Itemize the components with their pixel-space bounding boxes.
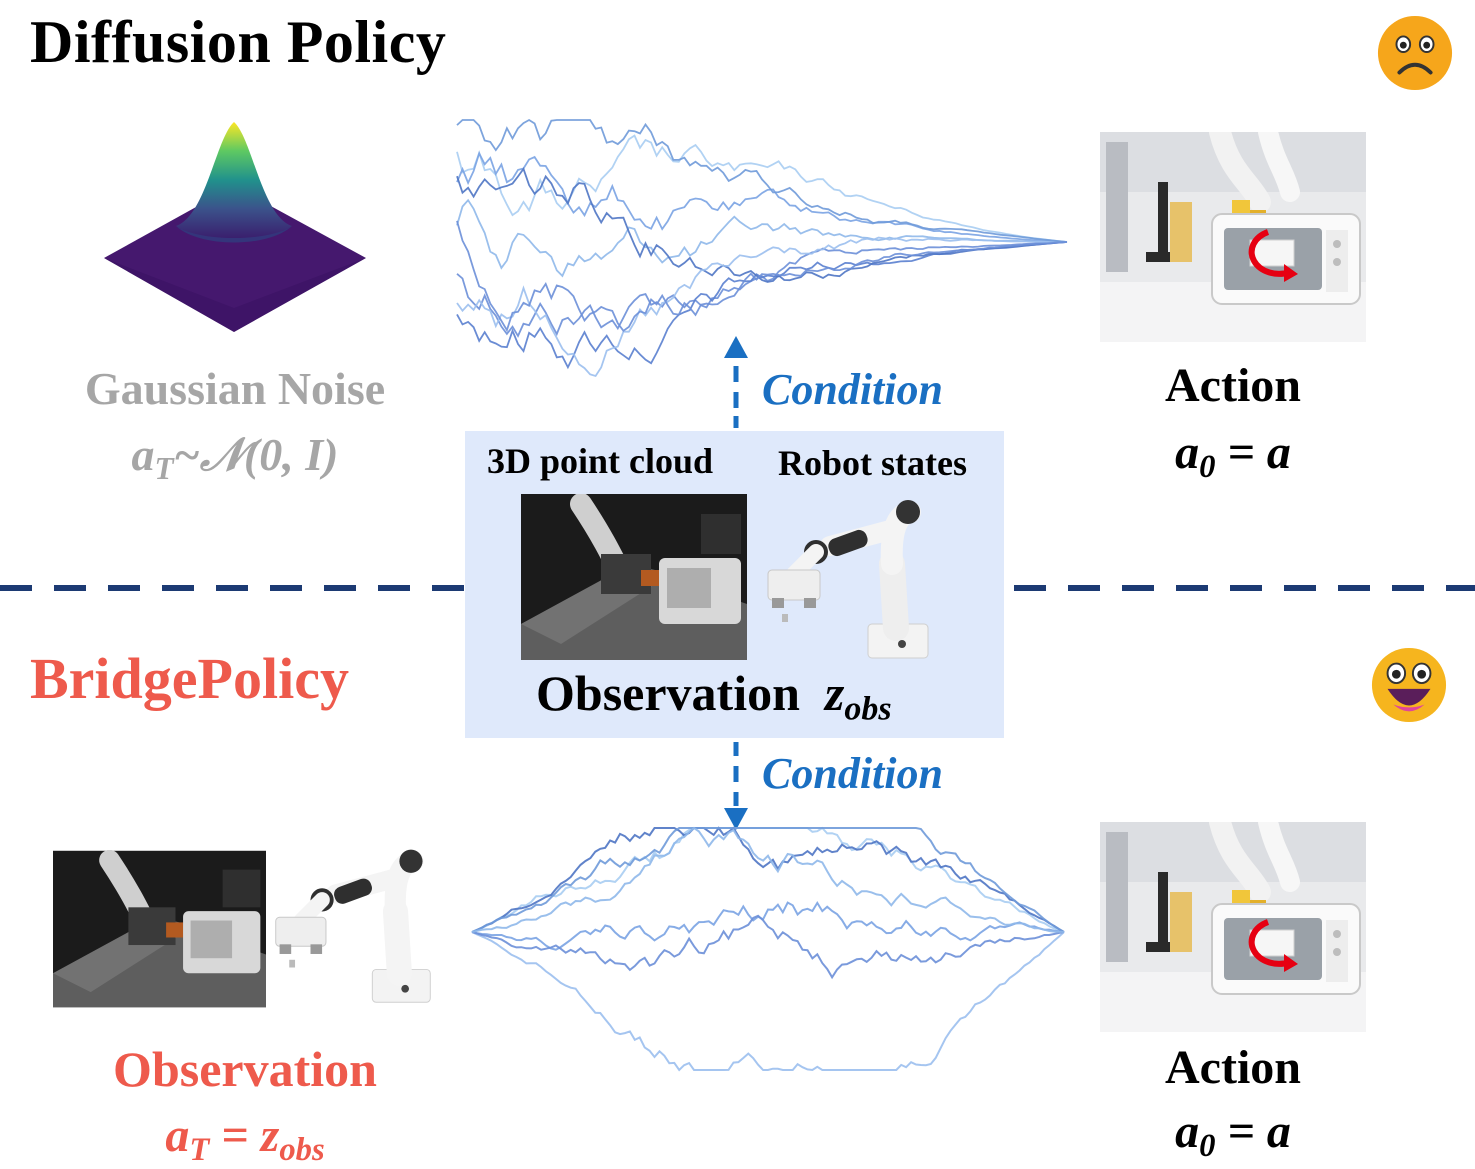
gaussian-distribution-graphic [104, 122, 366, 332]
robot-action-photo-bottom [1100, 822, 1366, 1032]
diffusion-trajectory-line [456, 118, 1068, 243]
robot-arm-image [767, 500, 929, 659]
observation-label-bottom: Observation [113, 1041, 377, 1097]
bridge-trajectory-line [471, 826, 1065, 933]
point-cloud-image-bottom [53, 850, 266, 1008]
diffusion-trajectory-line [456, 166, 1068, 283]
gaussian-noise-label: Gaussian Noise [84, 363, 386, 414]
condition-arrow-down [724, 742, 748, 830]
diffusion-trajectory-line [456, 198, 1068, 278]
observation-formula-bottom: aT = zobs [165, 1109, 325, 1169]
diffusion-trajectory-line [456, 236, 1068, 378]
robot-arm-image-bottom [275, 849, 431, 1003]
diffusion-trajectory-line [456, 151, 1068, 243]
condition-arrow-up [724, 336, 748, 428]
bridge-trajectory-line [471, 827, 1065, 933]
diffusion-trajectory-line [456, 241, 1068, 370]
bridge-trajectory-line [471, 914, 1065, 980]
condition-label-bottom: Condition [762, 749, 943, 798]
action-formula-bottom: a0 = a [1175, 1105, 1291, 1165]
observation-label: Observation zobs [536, 665, 892, 728]
condition-label-top: Condition [762, 365, 943, 414]
bridge-trajectory-line [471, 931, 1065, 1072]
bridge-trajectory-line [471, 900, 1065, 951]
action-label-top: Action [1165, 359, 1301, 412]
diffusion-trajectory-line [456, 220, 1068, 333]
point-cloud-image [521, 494, 747, 660]
robot-states-label: Robot states [778, 443, 967, 483]
action-label-bottom: Action [1165, 1041, 1301, 1094]
diffusion-trajectories-graphic [456, 118, 1068, 378]
diffusion-policy-title: Diffusion Policy [30, 9, 447, 75]
divider-dashed-left [0, 585, 465, 591]
frowning-face-icon [1377, 15, 1453, 91]
divider-dashed-right [1014, 585, 1475, 591]
action-formula-top: a0 = a [1175, 426, 1291, 486]
robot-action-photo-top [1100, 132, 1366, 342]
grinning-face-icon [1371, 647, 1447, 723]
diffusion-trajectory-line [456, 241, 1068, 338]
gaussian-noise-formula: aT~𝒩(0, I) [131, 429, 339, 486]
point-cloud-label: 3D point cloud [487, 441, 714, 481]
bridge-trajectories-graphic [471, 826, 1065, 1072]
diffusion-trajectory-line [456, 134, 1068, 243]
bridge-policy-title: BridgePolicy [30, 646, 349, 711]
bridge-trajectory-line [471, 826, 1065, 933]
